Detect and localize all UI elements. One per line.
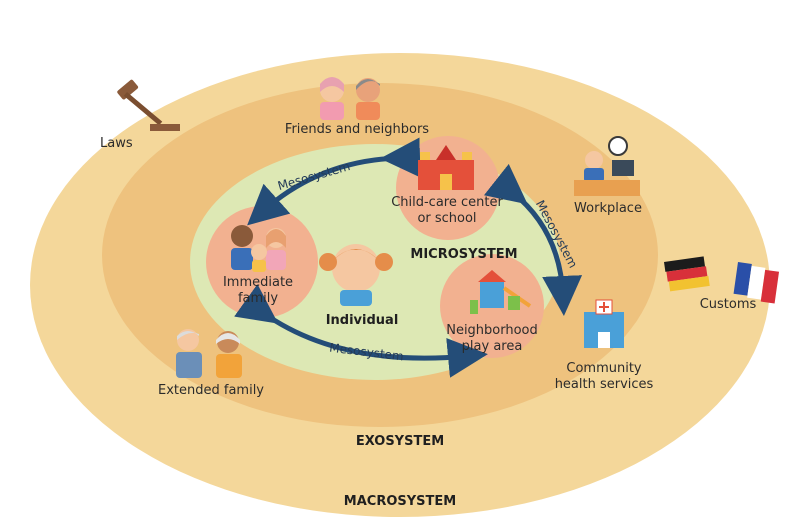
exosystem-label: EXOSYSTEM (356, 434, 444, 449)
mesosystem-arrow-bottom (234, 284, 488, 378)
individual-child-icon (319, 244, 393, 306)
family-label-line1: Immediate (223, 275, 293, 290)
gavel-icon (117, 79, 180, 131)
mesosystem-arrow-right (483, 163, 583, 316)
health-services-label-line1: Community (566, 361, 642, 376)
workplace-icon (574, 136, 640, 196)
laws-label: Laws (100, 136, 133, 151)
flags-icon (663, 256, 780, 304)
friends-neighbors-icon (320, 77, 380, 120)
macrosystem-label: MACROSYSTEM (344, 494, 456, 509)
school-label-line2: or school (417, 211, 476, 226)
workplace-label: Workplace (574, 201, 642, 216)
customs-label: Customs (700, 297, 757, 312)
playground-icon (470, 270, 532, 314)
health-services-label-line2: health services (555, 377, 654, 392)
family-label-line2: family (238, 291, 278, 306)
mesosystem-arrow-top (247, 137, 421, 226)
extended-family-label: Extended family (158, 383, 264, 398)
school-label-line1: Child-care center (391, 195, 503, 210)
individual-label: Individual (326, 313, 399, 328)
hospital-icon (584, 299, 624, 348)
school-building-icon (418, 145, 474, 190)
microsystem-label: MICROSYSTEM (410, 247, 517, 262)
play-area-label-line2: play area (462, 339, 523, 354)
friends-neighbors-label: Friends and neighbors (285, 122, 429, 137)
play-area-label-line1: Neighborhood (446, 323, 538, 338)
immediate-family-icon (231, 225, 286, 272)
extended-family-icon (176, 329, 242, 378)
